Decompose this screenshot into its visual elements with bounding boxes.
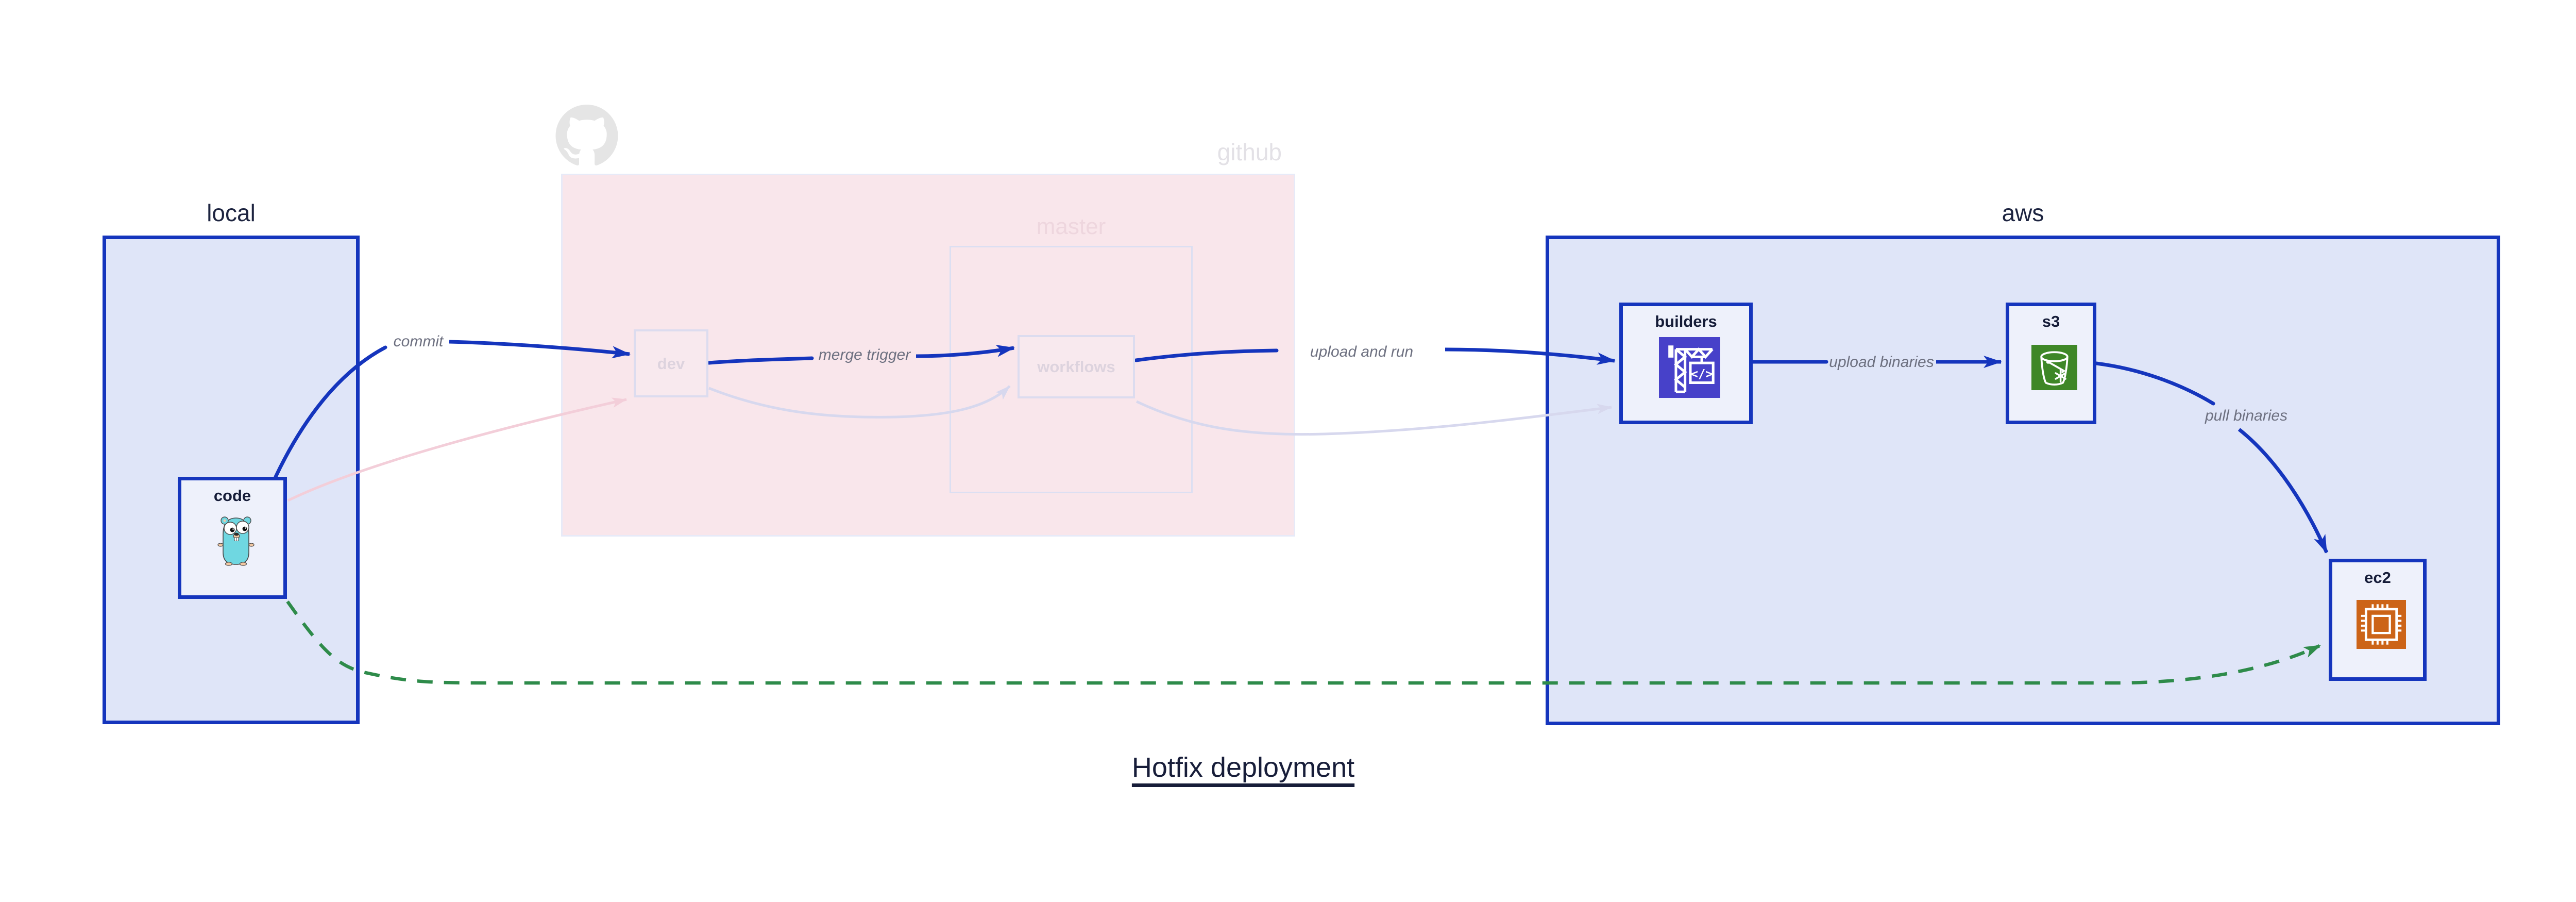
node-builders: builders </> <box>1619 303 1753 424</box>
aws-ec2-chip-icon <box>2357 600 2406 649</box>
svg-text:</>: </> <box>1691 367 1713 381</box>
diagram-title: Hotfix deployment <box>1131 752 1355 783</box>
node-workflows-label: workflows <box>1037 358 1115 376</box>
master-branch-label: master <box>1036 214 1106 239</box>
node-code-label: code <box>213 487 251 505</box>
region-aws-label: aws <box>2002 199 2044 226</box>
node-code: code <box>178 477 287 599</box>
node-ec2-label: ec2 <box>2364 569 2391 587</box>
aws-s3-bucket-icon <box>2031 345 2077 390</box>
edge-label-pull-binaries: pull binaries <box>2205 407 2288 424</box>
node-ec2: ec2 <box>2329 559 2427 681</box>
node-s3-label: s3 <box>2042 312 2060 330</box>
region-local-label: local <box>207 199 256 226</box>
github-master-branch-box <box>950 246 1193 493</box>
node-builders-label: builders <box>1655 312 1717 330</box>
github-logo-icon <box>555 105 619 167</box>
region-github-label: github <box>1217 139 1282 165</box>
node-s3: s3 <box>2006 303 2096 424</box>
edge-label-upload-binaries: upload binaries <box>1829 354 1934 371</box>
aws-codebuild-crane-icon: </> <box>1659 337 1720 398</box>
node-workflows: workflows <box>1018 335 1135 398</box>
node-dev-label: dev <box>657 354 685 373</box>
edge-label-upload-and-run: upload and run <box>1310 343 1414 360</box>
go-gopher-icon <box>217 514 255 566</box>
edge-label-commit: commit <box>393 333 444 350</box>
node-dev-branch: dev <box>634 329 708 397</box>
edge-label-merge-trigger: merge trigger <box>818 346 911 363</box>
